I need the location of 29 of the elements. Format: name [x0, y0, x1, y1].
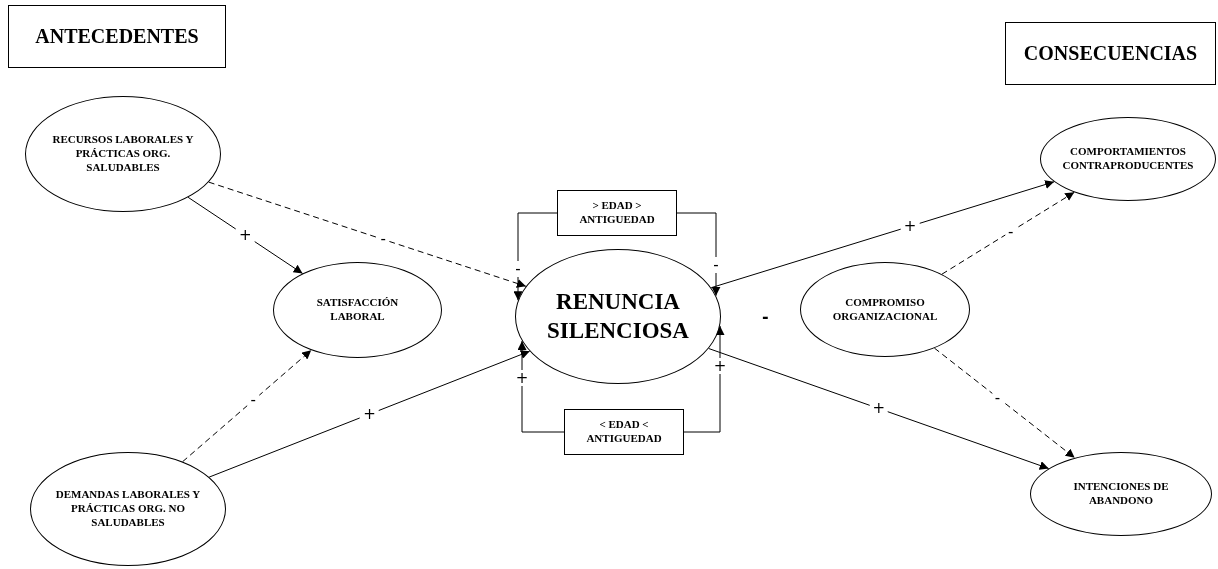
- node-label: RENUNCIA SILENCIOSA: [546, 287, 690, 345]
- moderator-box: [564, 409, 684, 455]
- heading-box: [1005, 22, 1216, 85]
- node-label: RECURSOS LABORALES Y PRÁCTICAS ORG. SALUDABLES: [51, 133, 195, 175]
- moderator-box: [557, 190, 677, 236]
- heading-box: [8, 5, 226, 68]
- section-heading: ANTECEDENTES: [35, 24, 199, 49]
- arrow: [208, 181, 527, 288]
- arrow: [708, 348, 1050, 470]
- node-label: < EDAD < ANTIGUEDAD: [585, 418, 663, 446]
- node-label: INTENCIONES DE ABANDONO: [1072, 480, 1170, 508]
- node-label: COMPROMISO ORGANIZACIONAL: [831, 295, 939, 324]
- arrow: [933, 347, 1076, 459]
- arrow: [517, 340, 565, 433]
- section-heading: CONSECUENCIAS: [1023, 41, 1198, 66]
- arrow: [208, 350, 531, 478]
- arrow: [941, 191, 1075, 275]
- node-label: DEMANDAS LABORALES Y PRÁCTICAS ORG. NO SALUDABLES: [54, 488, 202, 530]
- arrow: [513, 212, 558, 301]
- arrow: [676, 212, 721, 297]
- arrow: [710, 180, 1055, 289]
- arrow: [683, 325, 725, 433]
- sign-label: -: [762, 307, 769, 326]
- node-label: > EDAD > ANTIGUEDAD: [578, 199, 656, 227]
- node-label: SATISFACCIÓN LABORAL: [315, 296, 400, 324]
- edge-label: +: [236, 227, 255, 244]
- arrow: [182, 349, 312, 463]
- arrow: [187, 196, 304, 274]
- node-label: COMPORTAMIENTOS CONTRAPRODUCENTES: [1061, 145, 1195, 173]
